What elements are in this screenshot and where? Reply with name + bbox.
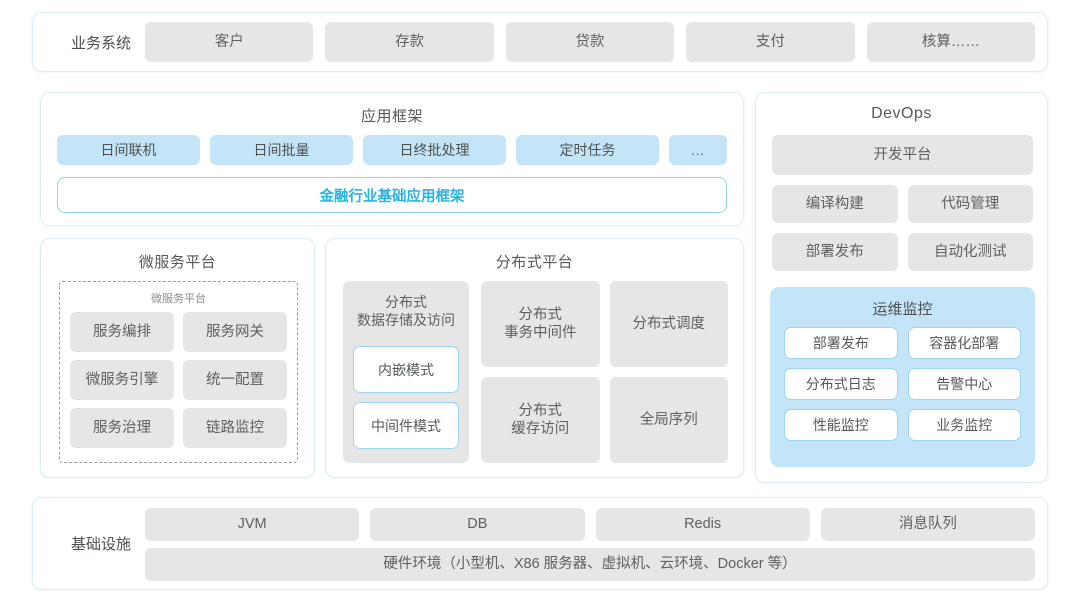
business-item-customer[interactable]: 客户 xyxy=(145,22,314,62)
distributed-card-global-sequence-line1: 全局序列 xyxy=(639,411,698,428)
ops-item-distributed-log[interactable]: 分布式日志 xyxy=(784,368,898,400)
infrastructure-item-jvm[interactable]: JVM xyxy=(145,508,360,541)
distributed-data-storage-title-line2: 数据存储及访问 xyxy=(357,312,455,329)
distributed-cards-grid: 分布式 事务中间件 分布式调度 分布式 缓存访问 全局序列 xyxy=(481,281,728,463)
microservice-item-unified-config[interactable]: 统一配置 xyxy=(183,360,287,400)
microservice-item-engine[interactable]: 微服务引擎 xyxy=(70,360,174,400)
business-item-payment[interactable]: 支付 xyxy=(686,22,855,62)
framework-tag-more[interactable]: ... xyxy=(669,135,727,165)
distributed-card-cache-access-line2: 缓存访问 xyxy=(511,421,570,437)
ops-monitoring-title: 运维监控 xyxy=(872,301,933,318)
distributed-card-transaction-middleware[interactable]: 分布式 事务中间件 xyxy=(481,281,600,367)
microservice-items-grid: 服务编排 服务网关 微服务引擎 统一配置 服务治理 链路监控 xyxy=(70,312,287,448)
distributed-mode-middleware[interactable]: 中间件模式 xyxy=(353,402,459,449)
business-item-accounting[interactable]: 核算…… xyxy=(866,22,1036,62)
business-item-loan[interactable]: 贷款 xyxy=(505,22,675,62)
devops-title: DevOps xyxy=(871,105,932,122)
infrastructure-items: JVM DB Redis 消息队列 xyxy=(145,508,1035,541)
devops-item-build[interactable]: 编译构建 xyxy=(772,185,898,223)
distributed-card-transaction-middleware-line1: 分布式 xyxy=(518,306,563,323)
devops-items-grid: 编译构建 代码管理 部署发布 自动化测试 xyxy=(772,185,1033,271)
ops-item-alert-center[interactable]: 告警中心 xyxy=(907,368,1021,400)
microservice-item-trace-monitoring[interactable]: 链路监控 xyxy=(183,408,287,448)
devops-dev-platform[interactable]: 开发平台 xyxy=(772,135,1033,175)
business-systems-panel: 业务系统 客户 存款 贷款 支付 核算…… xyxy=(32,12,1048,72)
microservice-platform-panel: 微服务平台 微服务平台 服务编排 服务网关 微服务引擎 统一配置 服务治理 链路… xyxy=(40,238,315,478)
devops-item-deploy-release[interactable]: 部署发布 xyxy=(772,233,898,271)
distributed-card-cache-access[interactable]: 分布式 缓存访问 xyxy=(481,377,600,463)
microservice-platform-title: 微服务平台 xyxy=(138,254,217,271)
ops-item-containerized-deploy[interactable]: 容器化部署 xyxy=(907,327,1021,359)
distributed-mode-embedded[interactable]: 内嵌模式 xyxy=(353,346,459,393)
business-systems-items: 客户 存款 贷款 支付 核算…… xyxy=(145,22,1036,62)
distributed-platform-panel: 分布式平台 分布式 数据存储及访问 内嵌模式 中间件模式 分布式 事务中间件 分… xyxy=(325,238,744,478)
microservice-item-governance[interactable]: 服务治理 xyxy=(70,408,174,448)
distributed-card-scheduling[interactable]: 分布式调度 xyxy=(609,281,728,367)
infrastructure-hardware-environment[interactable]: 硬件环境（小型机、X86 服务器、虚拟机、云环境、Docker 等） xyxy=(145,548,1035,581)
framework-tag-scheduled-task[interactable]: 定时任务 xyxy=(516,135,659,165)
framework-tag-daytime-online[interactable]: 日间联机 xyxy=(57,135,200,165)
infrastructure-panel: 基础设施 JVM DB Redis 消息队列 硬件环境（小型机、X86 服务器、… xyxy=(32,497,1048,590)
distributed-card-cache-access-line1: 分布式 xyxy=(518,402,563,419)
distributed-card-transaction-middleware-line2: 事务中间件 xyxy=(504,325,577,341)
distributed-data-storage-title-line1: 分布式 xyxy=(385,294,427,310)
framework-tag-eod-batch[interactable]: 日终批处理 xyxy=(363,135,506,165)
ops-monitoring-box: 运维监控 部署发布 容器化部署 分布式日志 告警中心 性能监控 业务监控 xyxy=(770,287,1035,467)
microservice-item-orchestration[interactable]: 服务编排 xyxy=(70,312,174,352)
infrastructure-label: 基础设施 xyxy=(70,536,131,553)
application-framework-title: 应用框架 xyxy=(360,108,423,125)
devops-item-code-management[interactable]: 代码管理 xyxy=(907,185,1033,223)
devops-item-automated-test[interactable]: 自动化测试 xyxy=(907,233,1033,271)
microservice-item-gateway[interactable]: 服务网关 xyxy=(183,312,287,352)
devops-panel: DevOps 开发平台 编译构建 代码管理 部署发布 自动化测试 运维监控 部署… xyxy=(755,92,1048,483)
distributed-platform-title: 分布式平台 xyxy=(495,254,574,271)
ops-item-performance-monitoring[interactable]: 性能监控 xyxy=(784,409,898,441)
distributed-data-storage-card[interactable]: 分布式 数据存储及访问 内嵌模式 中间件模式 xyxy=(343,281,469,463)
application-framework-tags: 日间联机 日间批量 日终批处理 定时任务 ... xyxy=(57,135,727,165)
infrastructure-item-redis[interactable]: Redis xyxy=(595,508,810,541)
distributed-data-storage-title: 分布式 数据存储及访问 xyxy=(343,293,469,329)
finance-base-framework-band[interactable]: 金融行业基础应用框架 xyxy=(57,177,727,213)
ops-item-business-monitoring[interactable]: 业务监控 xyxy=(907,409,1021,441)
infrastructure-item-db[interactable]: DB xyxy=(370,508,585,541)
application-framework-panel: 应用框架 日间联机 日间批量 日终批处理 定时任务 ... 金融行业基础应用框架 xyxy=(40,92,744,226)
framework-tag-daytime-batch[interactable]: 日间批量 xyxy=(210,135,353,165)
infrastructure-item-message-queue[interactable]: 消息队列 xyxy=(820,508,1035,541)
microservice-sub-title: 微服务平台 xyxy=(151,293,206,305)
distributed-card-global-sequence[interactable]: 全局序列 xyxy=(609,377,728,463)
business-systems-label: 业务系统 xyxy=(70,34,131,52)
ops-item-deploy-release[interactable]: 部署发布 xyxy=(784,327,898,359)
microservice-dashed-group: 微服务平台 服务编排 服务网关 微服务引擎 统一配置 服务治理 链路监控 xyxy=(59,281,298,463)
ops-monitoring-grid: 部署发布 容器化部署 分布式日志 告警中心 性能监控 业务监控 xyxy=(784,327,1021,441)
business-item-deposit[interactable]: 存款 xyxy=(325,22,494,62)
distributed-card-scheduling-line1: 分布式调度 xyxy=(632,315,706,332)
